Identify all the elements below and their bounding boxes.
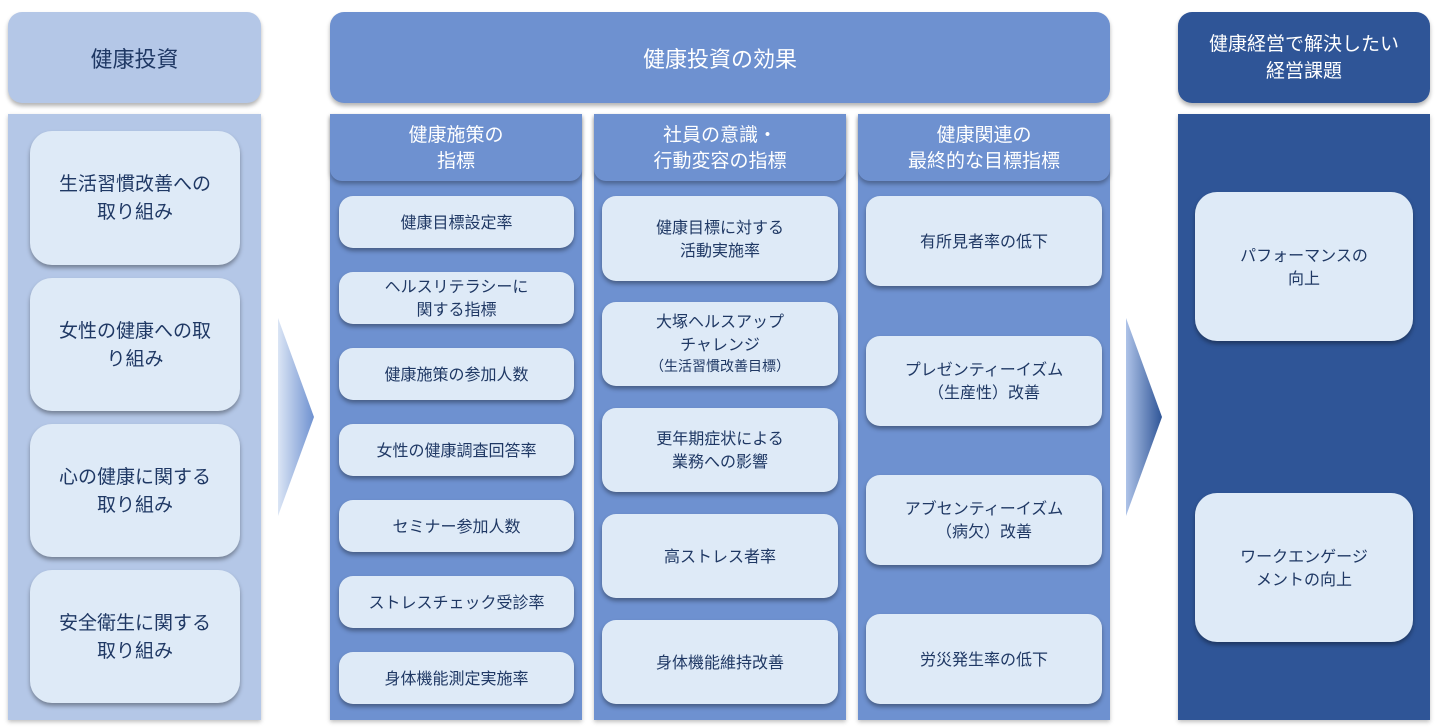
behavior-item: 更年期症状による 業務への影響 — [602, 408, 838, 492]
issue-item: パフォーマンスの 向上 — [1195, 192, 1413, 341]
behavior-item-note: （生活習慣改善目標） — [650, 358, 790, 375]
investment-item: 生活習慣改善への 取り組み — [30, 131, 240, 265]
policy-item: 身体機能測定実施率 — [339, 652, 574, 704]
goal-item: 有所見者率の低下 — [866, 196, 1102, 286]
policy-item: 女性の健康調査回答率 — [339, 424, 574, 476]
goal-item: アブセンティーイズム （病欠）改善 — [866, 475, 1102, 565]
policy-item: 健康施策の参加人数 — [339, 348, 574, 400]
behavior-item: 身体機能維持改善 — [602, 620, 838, 704]
behavior-item: 健康目標に対する 活動実施率 — [602, 196, 838, 281]
policy-item: ストレスチェック受診率 — [339, 576, 574, 628]
behavior-item: 高ストレス者率 — [602, 514, 838, 598]
arrow-right-icon — [278, 318, 314, 516]
issue-item: ワークエンゲージ メントの向上 — [1195, 493, 1413, 642]
investment-header: 健康投資 — [8, 12, 261, 103]
behavior-item: 大塚ヘルスアップ チャレンジ （生活習慣改善目標） — [602, 302, 838, 386]
effects-header: 健康投資の効果 — [330, 12, 1110, 103]
behavior-item-label: 大塚ヘルスアップ チャレンジ — [655, 311, 784, 354]
issues-header: 健康経営で解決したい 経営課題 — [1178, 12, 1430, 103]
investment-item: 女性の健康への取 り組み — [30, 278, 240, 411]
column-behavior-header: 社員の意識・ 行動変容の指標 — [594, 114, 846, 181]
arrow-right-icon — [1126, 318, 1162, 516]
policy-item: 健康目標設定率 — [339, 196, 574, 248]
investment-item: 安全衛生に関する 取り組み — [30, 570, 240, 703]
policy-item: ヘルスリテラシーに 関する指標 — [339, 272, 574, 324]
goal-item: プレゼンティーイズム （生産性）改善 — [866, 336, 1102, 426]
column-goals-header: 健康関連の 最終的な目標指標 — [858, 114, 1110, 181]
policy-item: セミナー参加人数 — [339, 500, 574, 552]
investment-item: 心の健康に関する 取り組み — [30, 424, 240, 557]
goal-item: 労災発生率の低下 — [866, 614, 1102, 704]
column-policy-header: 健康施策の 指標 — [330, 114, 582, 181]
